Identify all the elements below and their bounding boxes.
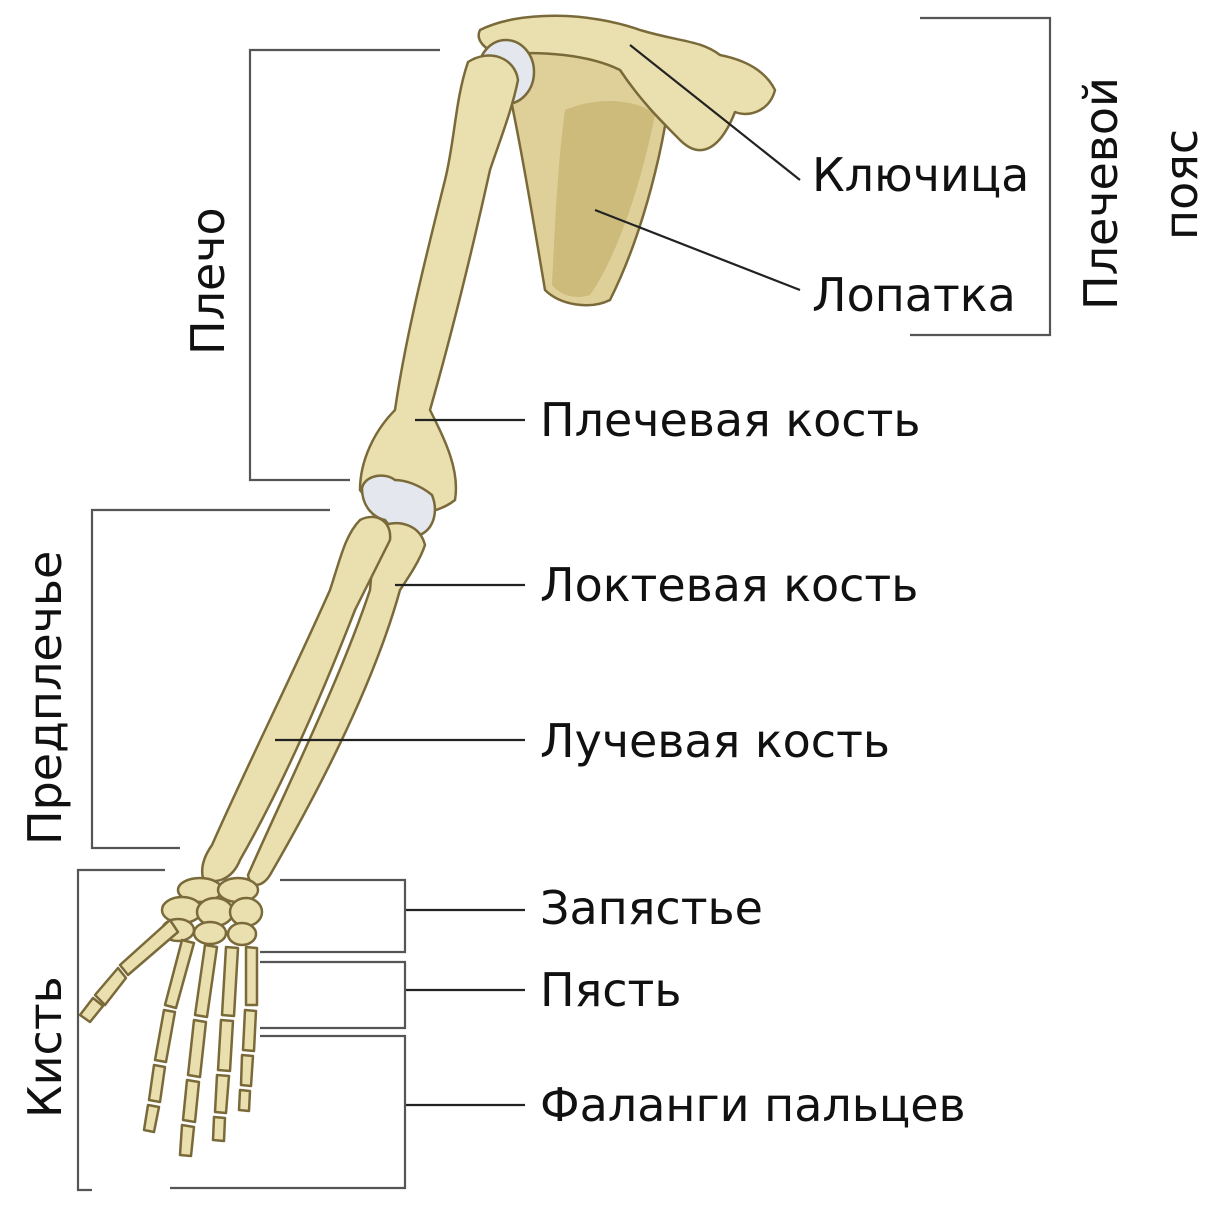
label-phalanges: Фаланги пальцев bbox=[540, 1082, 966, 1128]
label-metacarpus: Пясть bbox=[540, 967, 681, 1013]
region-shoulder-girdle-line2: пояс bbox=[1158, 129, 1204, 240]
region-shoulder-girdle-line1: Плечевой bbox=[1078, 77, 1124, 310]
phalanges-bracket bbox=[170, 1036, 405, 1188]
label-humerus: Плечевая кость bbox=[540, 397, 921, 443]
carpus-bracket bbox=[260, 880, 405, 952]
region-upper-arm: Плечо bbox=[185, 207, 231, 355]
carpal-bones bbox=[162, 878, 262, 945]
metacarpus-bracket bbox=[260, 962, 405, 1028]
label-clavicle: Ключица bbox=[812, 152, 1029, 198]
hand-bracket bbox=[78, 870, 165, 1190]
hand-bones bbox=[80, 920, 257, 1156]
label-ulna: Локтевая кость bbox=[540, 562, 918, 608]
label-carpus: Запястье bbox=[540, 885, 763, 931]
region-forearm: Предплечье bbox=[22, 551, 68, 845]
humerus-bone bbox=[360, 56, 518, 514]
label-radius: Лучевая кость bbox=[540, 718, 890, 764]
region-hand: Кисть bbox=[22, 976, 68, 1118]
label-scapula: Лопатка bbox=[812, 272, 1016, 318]
